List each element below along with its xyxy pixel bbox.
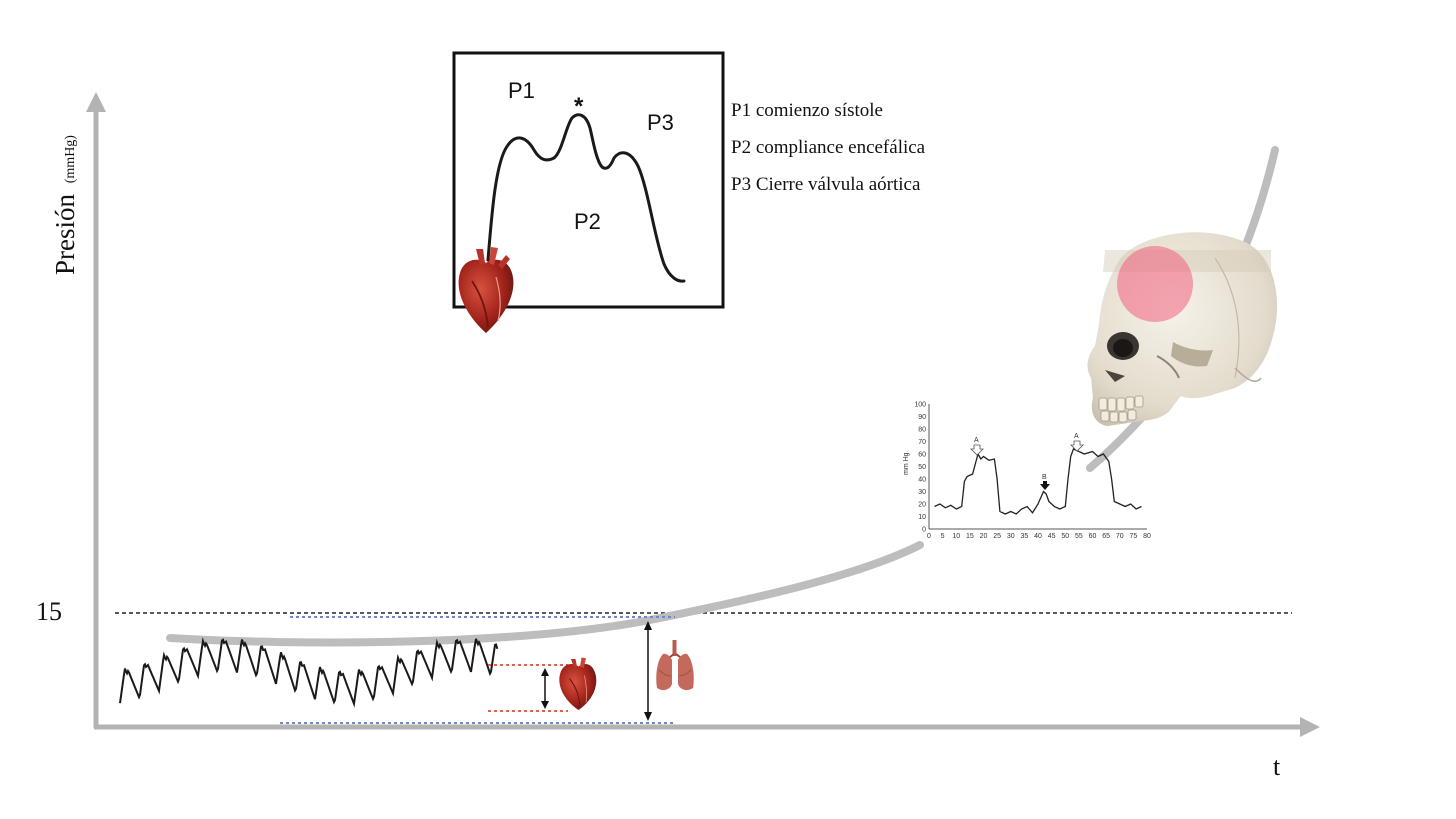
- small-chart-ytick: 100: [914, 402, 926, 409]
- heart-icon: [458, 247, 514, 333]
- x-axis-arrowhead: [1300, 717, 1320, 737]
- legend-p1: P1 comienzo sístole: [731, 100, 883, 121]
- plateau-wave-line: [934, 448, 1142, 515]
- annotation-a2-arrow: [1070, 440, 1084, 452]
- small-chart-xtick: 10: [952, 533, 960, 540]
- y-axis-title: Presión (mmHg): [50, 135, 80, 275]
- small-chart-xtick: 30: [1007, 533, 1015, 540]
- small-chart-ytick: 80: [918, 427, 926, 434]
- threshold-label: 15: [36, 597, 62, 626]
- plateau-wave-chart: 0 10 20 30 40 50 60 70 80 90 100 0 5 10 15 20 25 30 35 40 4…: [903, 402, 1151, 541]
- small-chart-ytick: 0: [922, 527, 926, 534]
- small-chart-xtick: 80: [1143, 533, 1151, 540]
- small-chart-xtick: 15: [966, 533, 974, 540]
- small-chart-xtick: 40: [1034, 533, 1042, 540]
- respiratory-amplitude-arrow: [644, 621, 652, 721]
- brain-highlight: [1117, 246, 1193, 322]
- small-chart-ytick: 20: [918, 502, 926, 509]
- small-chart-xtick: 20: [980, 533, 988, 540]
- small-chart-ytick: 10: [918, 514, 926, 521]
- small-chart-xtick: 65: [1102, 533, 1110, 540]
- small-chart-xtick: 75: [1129, 533, 1137, 540]
- p2-label: P2: [574, 209, 601, 234]
- small-chart-xtick: 45: [1048, 533, 1056, 540]
- small-chart-y-ticks: 0 10 20 30 40 50 60 70 80 90 100: [914, 402, 926, 534]
- small-chart-ytick: 30: [918, 489, 926, 496]
- lungs-icon: [656, 640, 694, 691]
- pulse-waveform: [486, 113, 686, 283]
- small-chart-xtick: 60: [1089, 533, 1097, 540]
- axes: [86, 92, 1320, 737]
- x-axis-title: t: [1273, 752, 1281, 781]
- skull-icon: [1087, 232, 1278, 426]
- small-chart-ytick: 90: [918, 414, 926, 421]
- p1-label: P1: [508, 78, 535, 103]
- annotation-a1: A: [974, 437, 979, 444]
- cardiac-amplitude-arrow: [541, 668, 549, 709]
- small-chart-ylabel: mm Hg: [903, 452, 910, 475]
- small-chart-ytick: 60: [918, 452, 926, 459]
- annotation-a2: A: [1074, 433, 1079, 440]
- icp-waveform-line: [119, 637, 499, 708]
- small-chart-xtick: 55: [1075, 533, 1083, 540]
- small-chart-xtick: 5: [941, 533, 945, 540]
- small-chart-xtick: 70: [1116, 533, 1124, 540]
- small-chart-x-ticks: 0 5 10 15 20 25 30 35 40 45 50 55 60 65 70 75 80: [927, 533, 1151, 540]
- small-chart-xtick: 0: [927, 533, 931, 540]
- small-chart-ytick: 50: [918, 464, 926, 471]
- p3-label: P3: [647, 110, 674, 135]
- pressure-volume-curve: [166, 541, 924, 647]
- icp-waveform: [119, 637, 499, 708]
- small-chart-ytick: 40: [918, 477, 926, 484]
- heart-icon: [559, 657, 597, 710]
- p2-star: *: [574, 93, 584, 120]
- annotation-b: B: [1042, 474, 1047, 481]
- y-axis-arrowhead: [86, 92, 106, 112]
- legend-p3: P3 Cierre válvula aórtica: [731, 174, 921, 195]
- small-chart-xtick: 50: [1061, 533, 1069, 540]
- annotation-b-arrow: [1040, 481, 1050, 490]
- annotation-a1-arrow: [970, 444, 984, 456]
- small-chart-xtick: 25: [993, 533, 1001, 540]
- legend-p2: P2 compliance encefálica: [731, 137, 926, 158]
- small-chart-xtick: 35: [1020, 533, 1028, 540]
- small-chart-ytick: 70: [918, 439, 926, 446]
